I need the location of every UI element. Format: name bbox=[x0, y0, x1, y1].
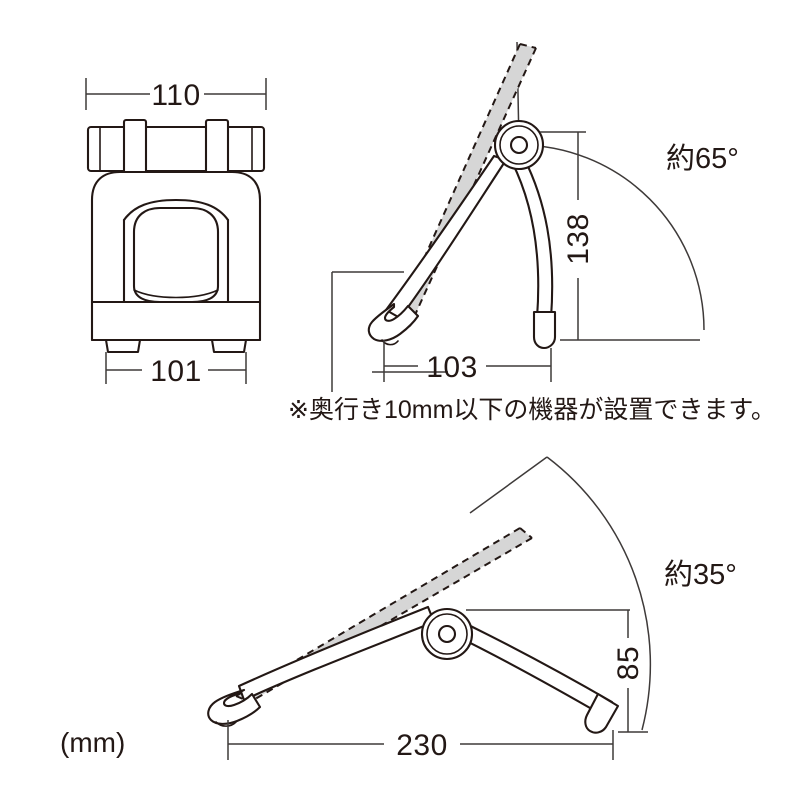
front-arm-35 bbox=[207, 605, 436, 727]
depth-103-label: 103 bbox=[426, 351, 478, 384]
note-text: ※奥行き10mm以下の機器が設置できます。 bbox=[288, 396, 776, 424]
front-width-top-label: 110 bbox=[151, 79, 200, 112]
unit-label: (mm) bbox=[60, 727, 125, 758]
note-leader bbox=[331, 271, 448, 392]
side-view-65-group bbox=[331, 41, 705, 392]
front-view-group bbox=[85, 78, 267, 384]
depth-230-label: 230 bbox=[396, 729, 448, 762]
hinge-pivot-35 bbox=[420, 607, 474, 661]
side-view-35-group bbox=[207, 456, 652, 760]
front-top-rail bbox=[86, 118, 266, 180]
angle-65-label: 約65° bbox=[666, 142, 739, 175]
front-arm-65 bbox=[367, 154, 508, 346]
height-138-dimension bbox=[540, 131, 700, 341]
height-138-label: 138 bbox=[562, 213, 595, 265]
front-width-top-dimension bbox=[85, 78, 267, 110]
front-width-bottom-dimension bbox=[105, 352, 247, 384]
depth-230-dimension bbox=[227, 720, 614, 760]
front-body-outline bbox=[90, 170, 262, 354]
angle-35-label: 約35° bbox=[664, 558, 737, 591]
height-85-label: 85 bbox=[612, 646, 645, 680]
depth-103-dimension bbox=[383, 340, 552, 382]
support-leg-35 bbox=[442, 614, 620, 734]
height-85-dimension bbox=[466, 609, 648, 733]
hinge-pivot-65 bbox=[493, 119, 545, 171]
support-leg-65 bbox=[510, 156, 557, 350]
angle-arc-35 bbox=[469, 456, 652, 731]
front-width-bottom-label: 101 bbox=[150, 355, 202, 388]
